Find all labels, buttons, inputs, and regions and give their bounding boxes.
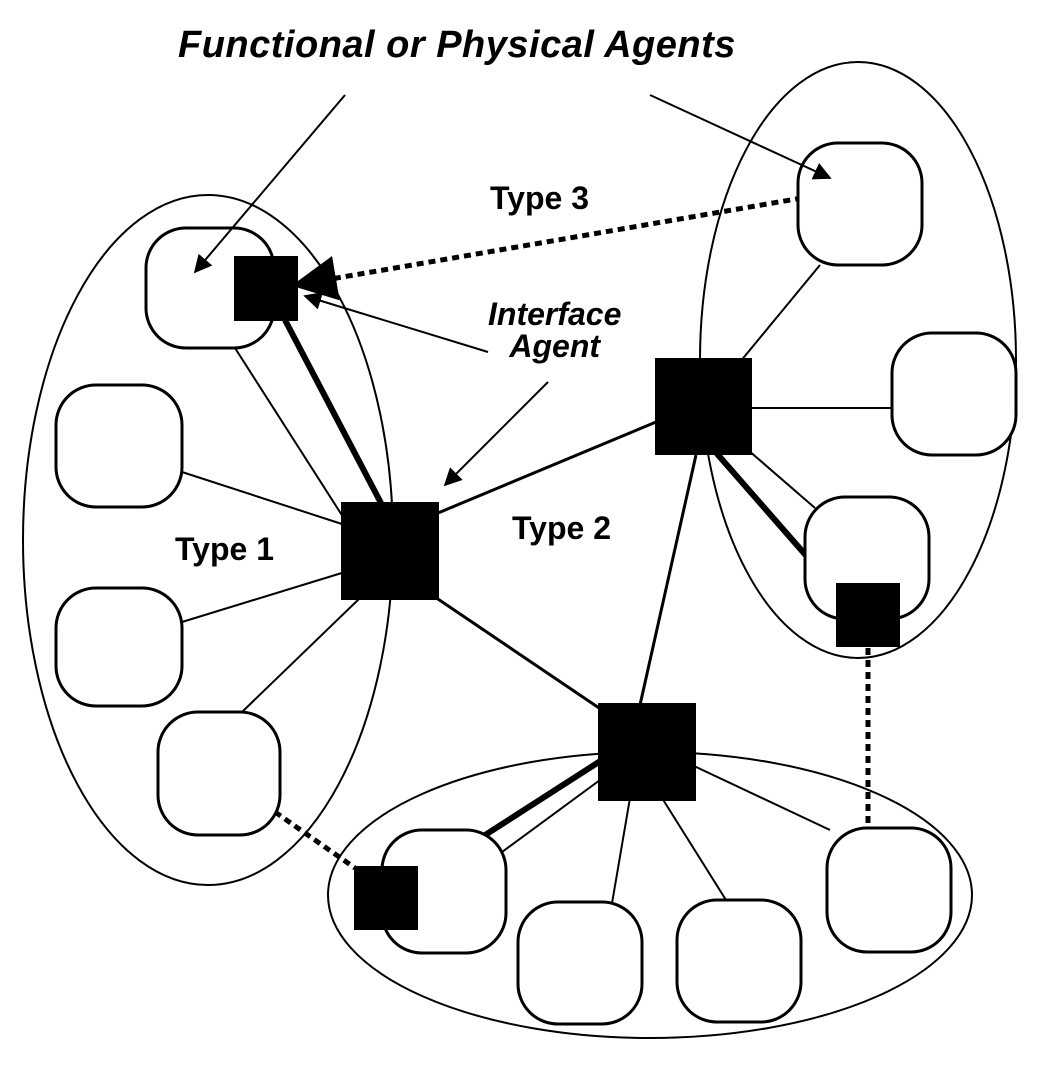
interface-agent-bottom [598, 703, 696, 801]
agent-box-left-4 [156, 710, 282, 837]
type1-label: Type 1 [175, 531, 274, 567]
link-hub-left-box4 [241, 597, 361, 713]
annotation-arrows [193, 94, 832, 487]
link-hub-bottom-box1 [497, 779, 601, 856]
interface-agent-center [341, 502, 439, 600]
link-dotted-top [291, 195, 803, 301]
arrow-title-to-left-box [193, 94, 346, 274]
link-hub-right-bottom [638, 454, 698, 706]
link-hub-right-box3 [747, 449, 816, 509]
hub-links [431, 420, 698, 714]
link-hub-bottom-box3 [661, 797, 727, 901]
link-hub-bottom-box4 [693, 765, 831, 831]
agent-box-bottom-2 [516, 900, 644, 1026]
diagram-title: Functional or Physical Agents [178, 24, 736, 66]
interface-agents [234, 256, 900, 930]
agent-box-left-2 [54, 383, 184, 509]
agent-box-left-3 [54, 586, 184, 708]
agent-box-bottom-3 [675, 898, 803, 1024]
interface-agent-small-right [836, 583, 900, 647]
link-hub-left-box1 [234, 347, 346, 521]
link-hub-left-box2 [181, 471, 346, 526]
link-hub-center-right [437, 420, 657, 515]
agent-box-right-top [796, 141, 924, 267]
agent-box-right-2 [890, 331, 1018, 457]
thin-links [181, 264, 892, 916]
type2-label: Type 2 [512, 510, 611, 546]
agent-box-bottom-4 [825, 826, 953, 954]
interface-agent-small-bottom [354, 866, 418, 930]
arrow-title-to-right-box [649, 94, 832, 180]
interface-agent-label: Interface Agent [488, 298, 621, 362]
interface-agent-right [655, 358, 752, 455]
link-dotted-left [273, 809, 357, 871]
dotted-links [273, 195, 871, 871]
link-hub-center-bottom [431, 593, 606, 714]
agent-boxes [54, 141, 1018, 1026]
link-hub-left-box3 [181, 571, 346, 623]
type3-label: Type 3 [490, 180, 589, 216]
link-hub-right-box1 [739, 264, 821, 363]
interface-agent-label-line2: Agent [509, 328, 601, 364]
link-hub-bottom-box2 [609, 797, 631, 916]
arrow-interface-to-center-hub [443, 381, 549, 487]
interface-agent-label-line1: Interface [488, 296, 622, 332]
link-hub-center-small-left [282, 318, 385, 507]
interface-agent-small-left [234, 256, 298, 321]
arrow-interface-to-small-left [303, 292, 489, 353]
